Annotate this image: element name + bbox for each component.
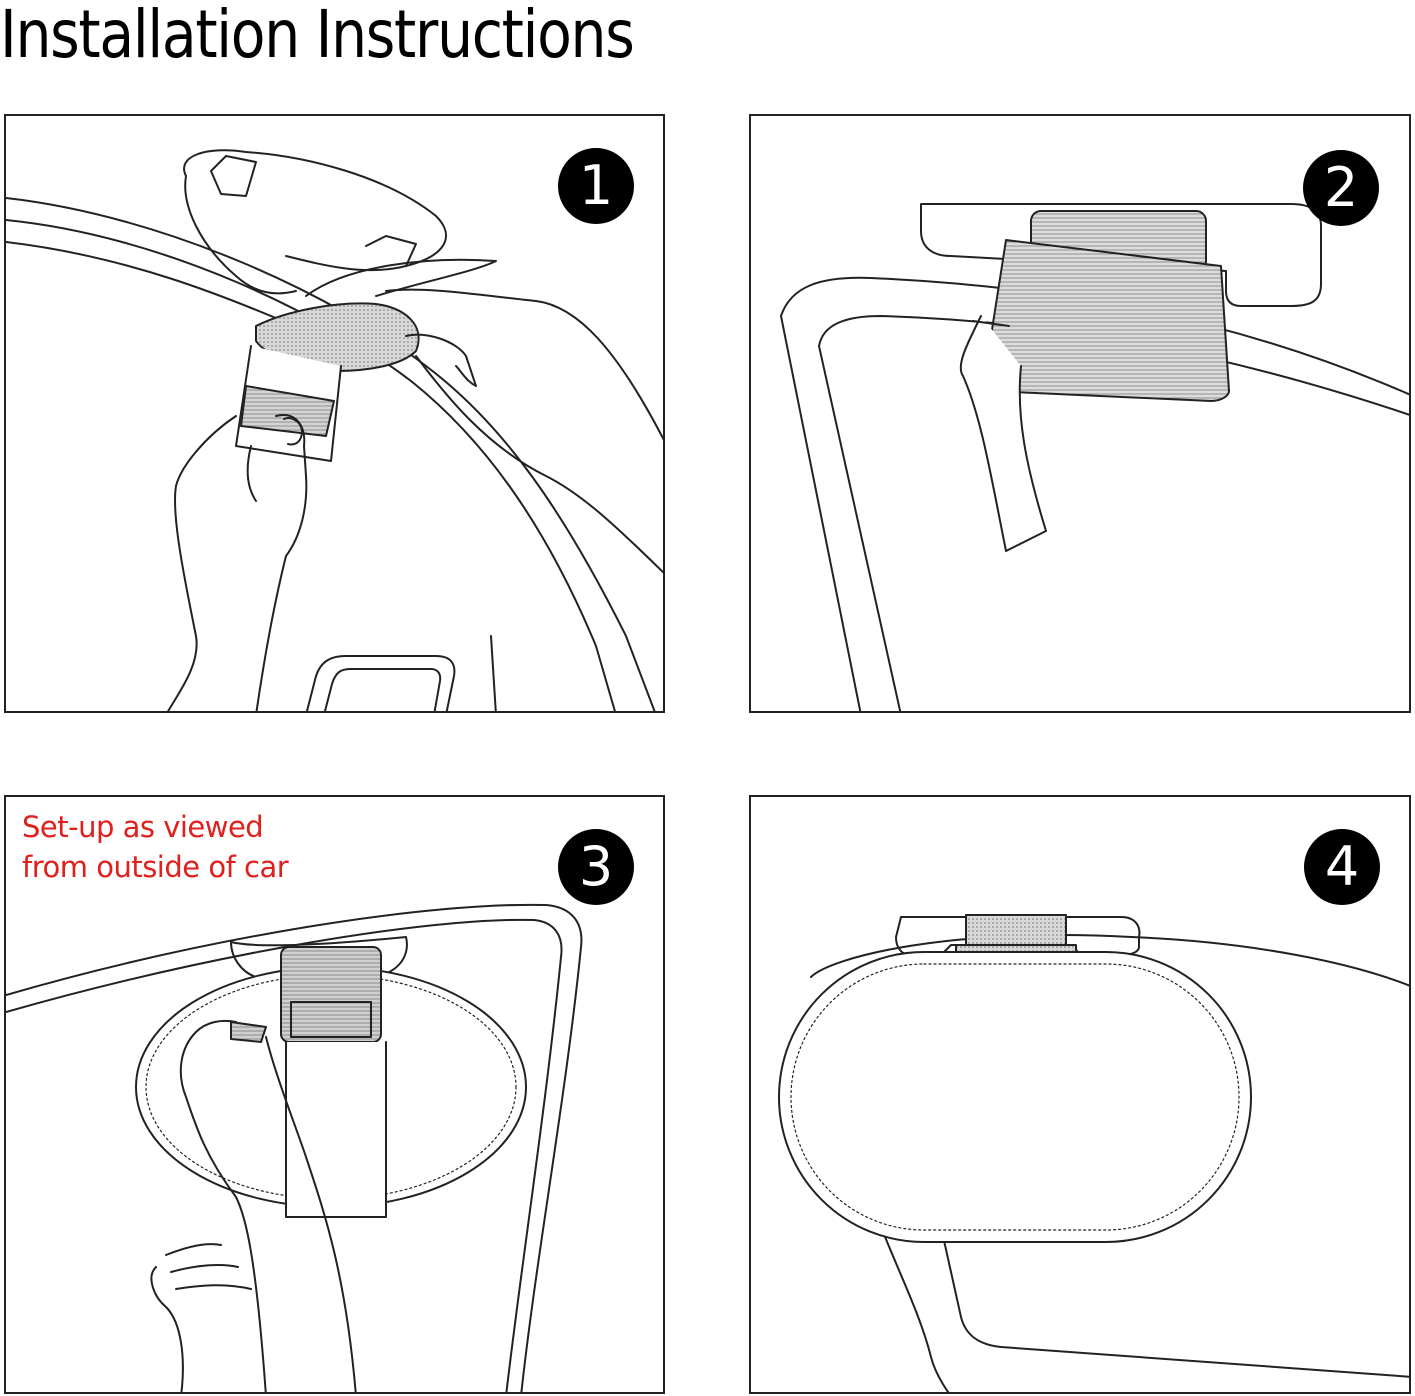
step-4-illustration [778, 914, 1409, 1392]
step-4-panel: 4 [749, 795, 1411, 1394]
step-number-badge: 2 [1303, 150, 1379, 226]
step-number-badge: 3 [558, 829, 634, 905]
step-1-illustration [6, 149, 663, 711]
step-3-panel: Set-up as viewed from outside of car [4, 795, 665, 1394]
page-title: Installation Instructions [0, 0, 635, 73]
step-3-note: Set-up as viewed from outside of car [22, 807, 289, 887]
note-line-1: Set-up as viewed [22, 810, 264, 844]
step-number-badge: 1 [558, 148, 634, 224]
step-number-badge: 4 [1304, 829, 1380, 905]
note-line-2: from outside of car [22, 850, 289, 884]
step-1-panel: 1 [4, 114, 665, 713]
step-2-illustration [780, 203, 1409, 711]
step-3-illustration [6, 903, 583, 1392]
step-2-panel: 2 [749, 114, 1411, 713]
